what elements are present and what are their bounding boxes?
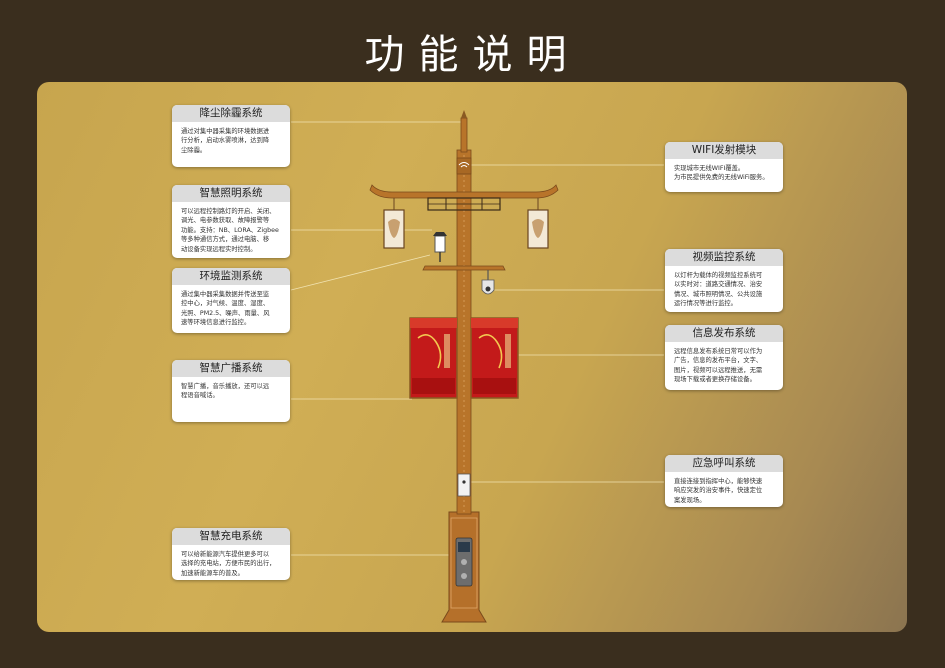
card-title: 应急呼叫系统 [665, 455, 783, 472]
card-description: 可以远程控制路灯的开启、关闭、 调光、电参数获取、故障报警等 功能。支持：NB、… [181, 208, 279, 253]
page-title: 功能说明 [364, 32, 581, 78]
card-dust-removal: 降尘除霾系统 通过对集中器采集的环境数据进 行分析，启动水雾喷淋，达到降 尘除霾… [172, 105, 290, 167]
card-title: 智慧广播系统 [172, 360, 290, 377]
card-emergency-call: 应急呼叫系统 直接连接到指挥中心，能够快速 响应突发的治安事件，快速定位 案发现… [665, 455, 783, 507]
street-lamp [434, 235, 446, 253]
card-video-surveillance: 视频监控系统 以灯杆为载体的视频监控系统可 以实时对：道路交通情况、治安 情况、… [665, 249, 783, 312]
card-title: 降尘除霾系统 [172, 105, 290, 122]
card-title: 环境监测系统 [172, 268, 290, 285]
card-environment-monitoring: 环境监测系统 通过集中器采集数据并传送至监 控中心，对气候、温度、湿度、 光照、… [172, 268, 290, 333]
card-description: 远程信息发布系统日常可以作为 广告，信息的发布平台，文字、 图片，视频可以远程推… [674, 348, 763, 384]
card-title: 智慧充电系统 [172, 528, 290, 545]
card-info-release: 信息发布系统 远程信息发布系统日常可以作为 广告，信息的发布平台，文字、 图片，… [665, 325, 783, 390]
card-description: 直接连接到指挥中心，能够快速 响应突发的治安事件，快速定位 案发现场。 [674, 478, 763, 504]
card-description: 通过集中器采集数据并传送至监 控中心，对气候、温度、湿度、 光照、PM2.5、噪… [181, 291, 270, 327]
card-smart-broadcast: 智慧广播系统 智慧广播，音乐播放，还可以远 程语音喊话。 [172, 360, 290, 422]
card-description: 实现城市无线WIFI覆盖。 为市民提供免费的无线WiFi服务。 [674, 165, 769, 182]
card-description: 通过对集中器采集的环境数据进 行分析，启动水雾喷淋，达到降 尘除霾。 [181, 128, 270, 154]
card-description: 智慧广播，音乐播放，还可以远 程语音喊话。 [181, 383, 270, 400]
cross-arm [369, 184, 559, 199]
card-title: WIFI发射模块 [665, 142, 783, 159]
card-description: 可以给新能源汽车提供更多可以 选择的充电站，方便市民的出行， 加速新能源车的普及… [181, 551, 276, 577]
lower-arm [422, 265, 506, 271]
card-smart-lighting: 智慧照明系统 可以远程控制路灯的开启、关闭、 调光、电参数获取、故障报警等 功能… [172, 185, 290, 258]
emergency-call-box [457, 473, 471, 497]
card-wifi-module: WIFI发射模块 实现城市无线WIFI覆盖。 为市民提供免费的无线WiFi服务。 [665, 142, 783, 192]
card-description: 以灯杆为载体的视频监控系统可 以实时对：道路交通情况、治安 情况、城市照明情况、… [674, 272, 763, 308]
card-title: 视频监控系统 [665, 249, 783, 266]
card-title: 智慧照明系统 [172, 185, 290, 202]
card-smart-charging: 智慧充电系统 可以给新能源汽车提供更多可以 选择的充电站，方便市民的出行， 加速… [172, 528, 290, 580]
led-screens [409, 317, 519, 399]
card-title: 信息发布系统 [665, 325, 783, 342]
